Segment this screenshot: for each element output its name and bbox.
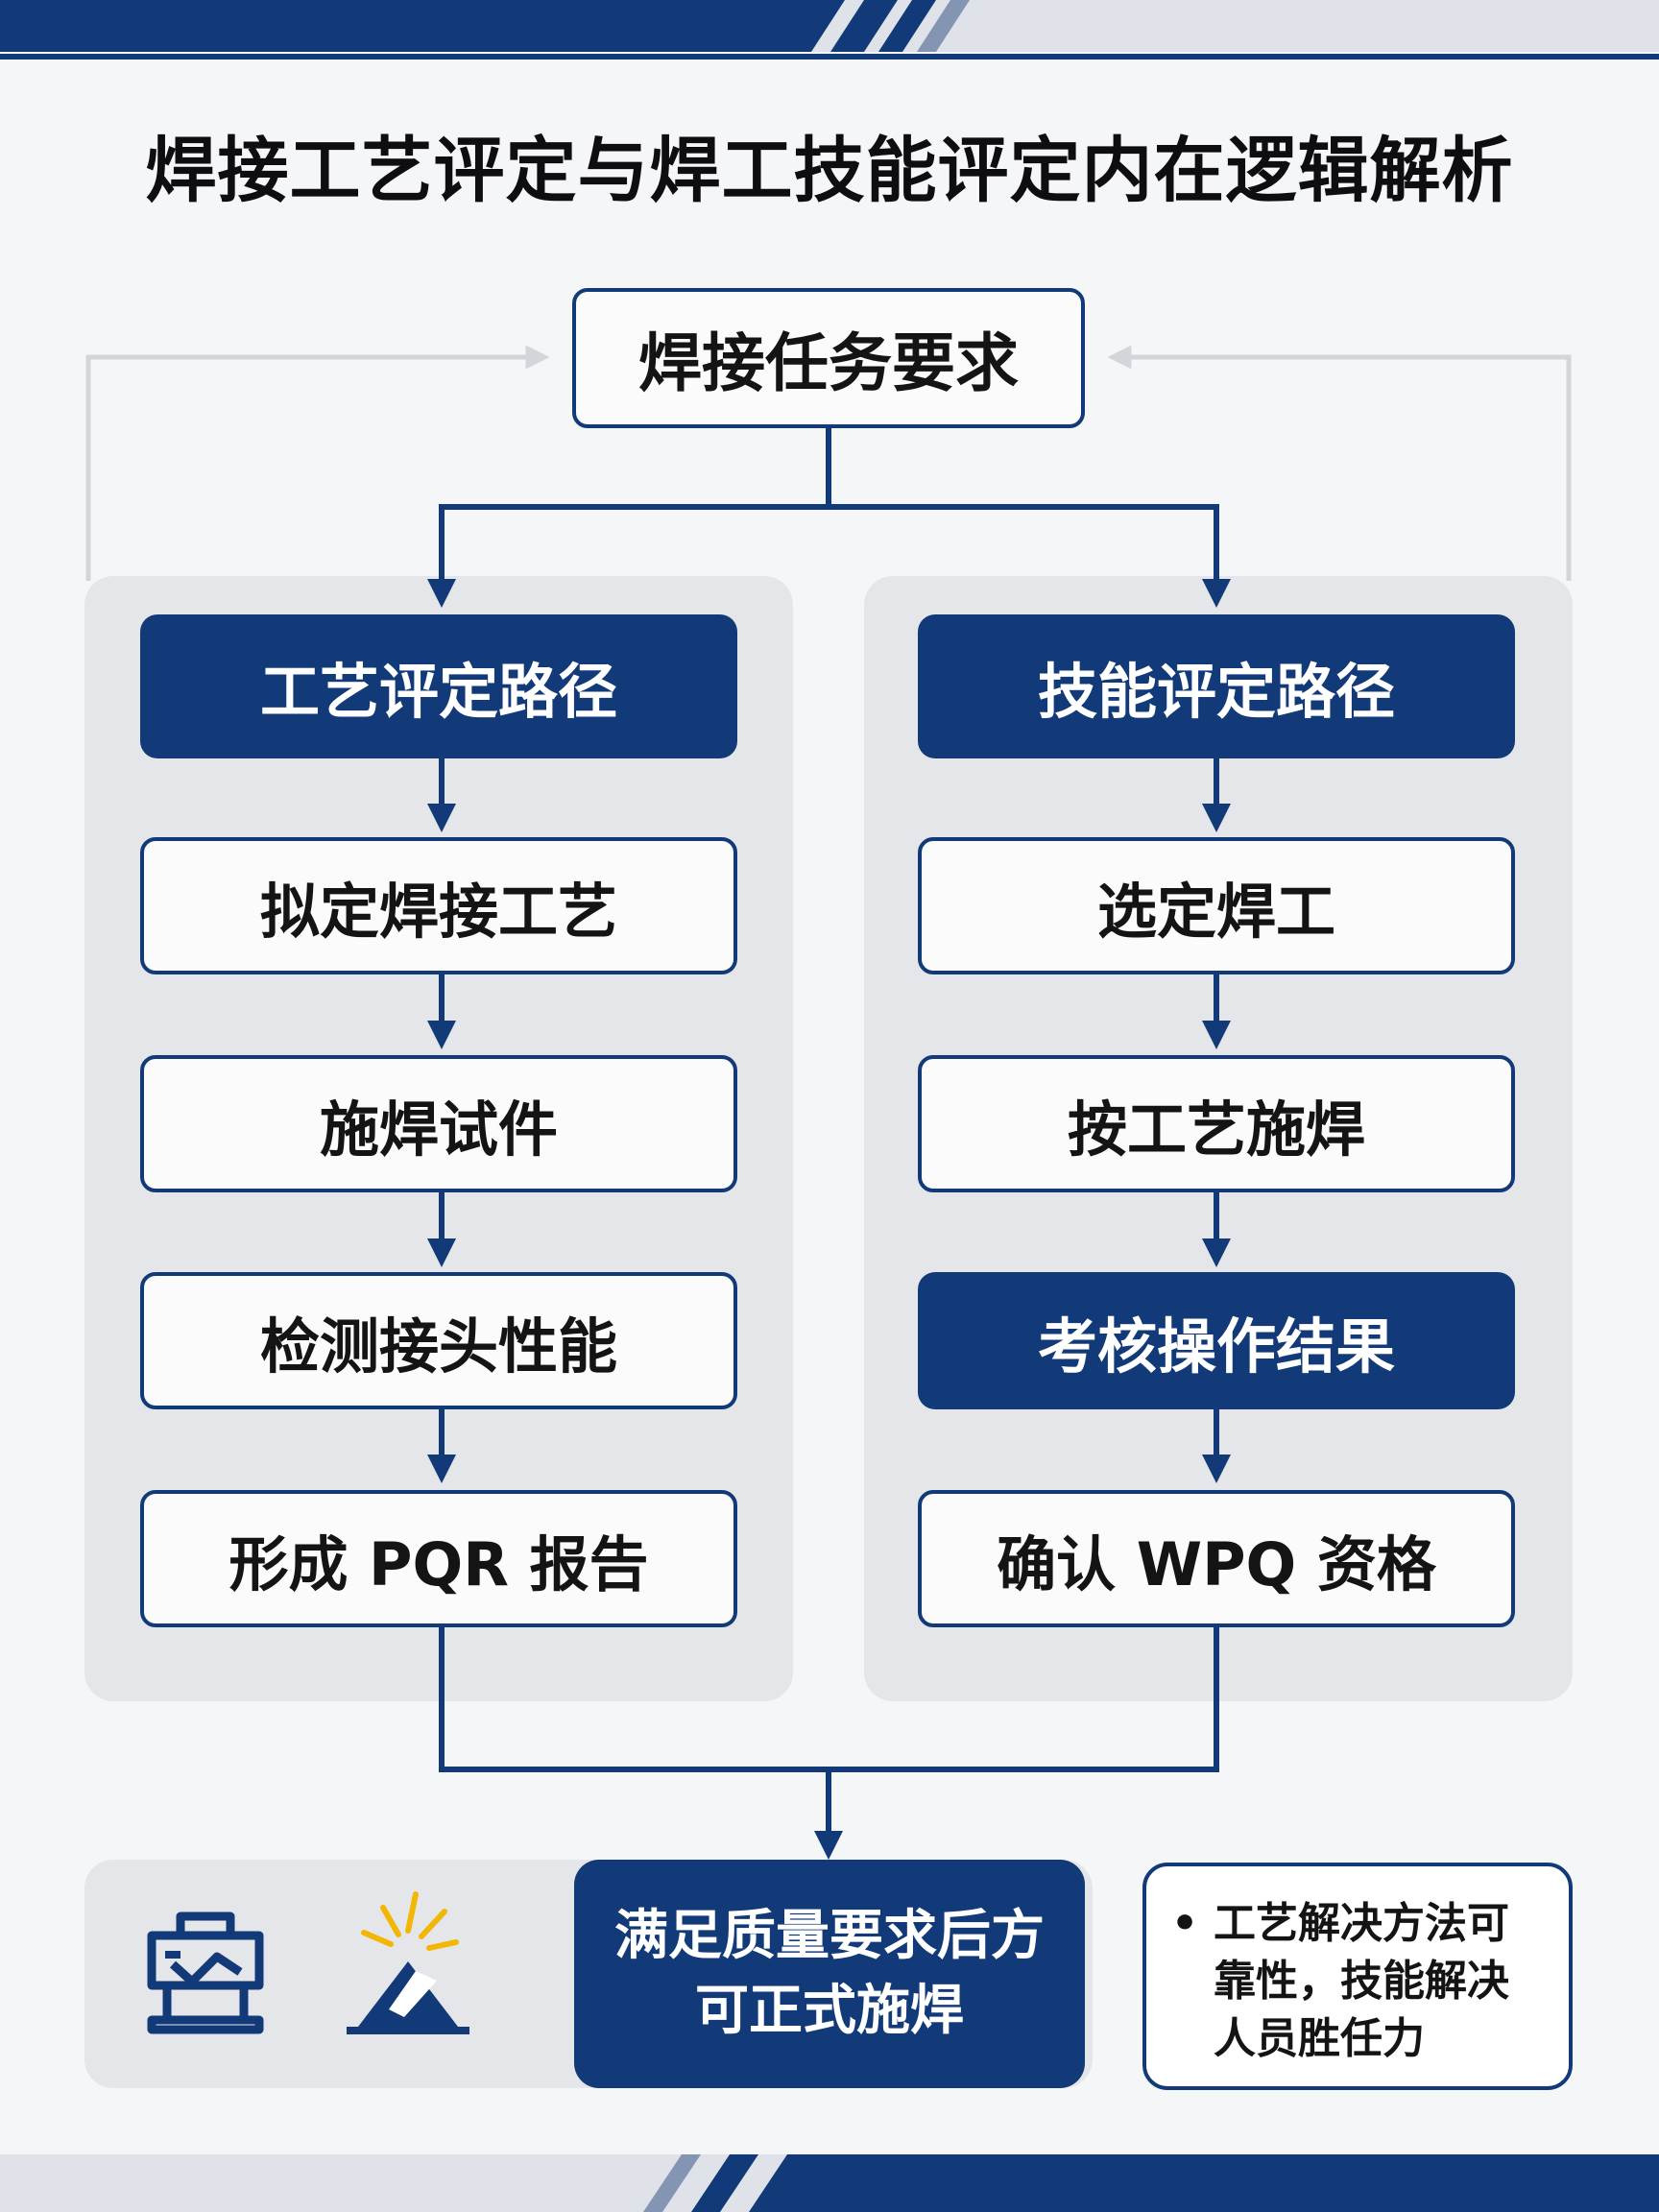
skill-step-3: 考核操作结果	[918, 1272, 1515, 1409]
process-step-3: 检测接头性能	[140, 1272, 737, 1409]
welding-spark-icon	[347, 1891, 469, 2034]
summary-note-card: • 工艺解决方法可靠性，技能解决人员胜任力	[1142, 1863, 1573, 2090]
process-step-4: 形成 PQR 报告	[140, 1490, 737, 1627]
final-outcome-node: 满足质量要求后方可正式施焊	[574, 1860, 1085, 2088]
skill-step-4: 确认 WPQ 资格	[918, 1490, 1515, 1627]
process-step-1: 拟定焊接工艺	[140, 837, 737, 974]
note-bullet: •	[1171, 1899, 1199, 1948]
skill-path-header: 技能评定路径	[918, 614, 1515, 758]
skill-step-2: 按工艺施焊	[918, 1055, 1515, 1192]
process-step-2: 施焊试件	[140, 1055, 737, 1192]
task-requirement-node: 焊接任务要求	[572, 288, 1085, 428]
welding-machine-icon	[147, 1911, 264, 2034]
top-banner	[0, 0, 1659, 60]
note-text: 工艺解决方法可靠性，技能解决人员胜任力	[1214, 1899, 1509, 2063]
skill-step-1: 选定焊工	[918, 837, 1515, 974]
process-path-header: 工艺评定路径	[140, 614, 737, 758]
page-title: 焊接工艺评定与焊工技能评定内在逻辑解析	[145, 130, 1514, 212]
